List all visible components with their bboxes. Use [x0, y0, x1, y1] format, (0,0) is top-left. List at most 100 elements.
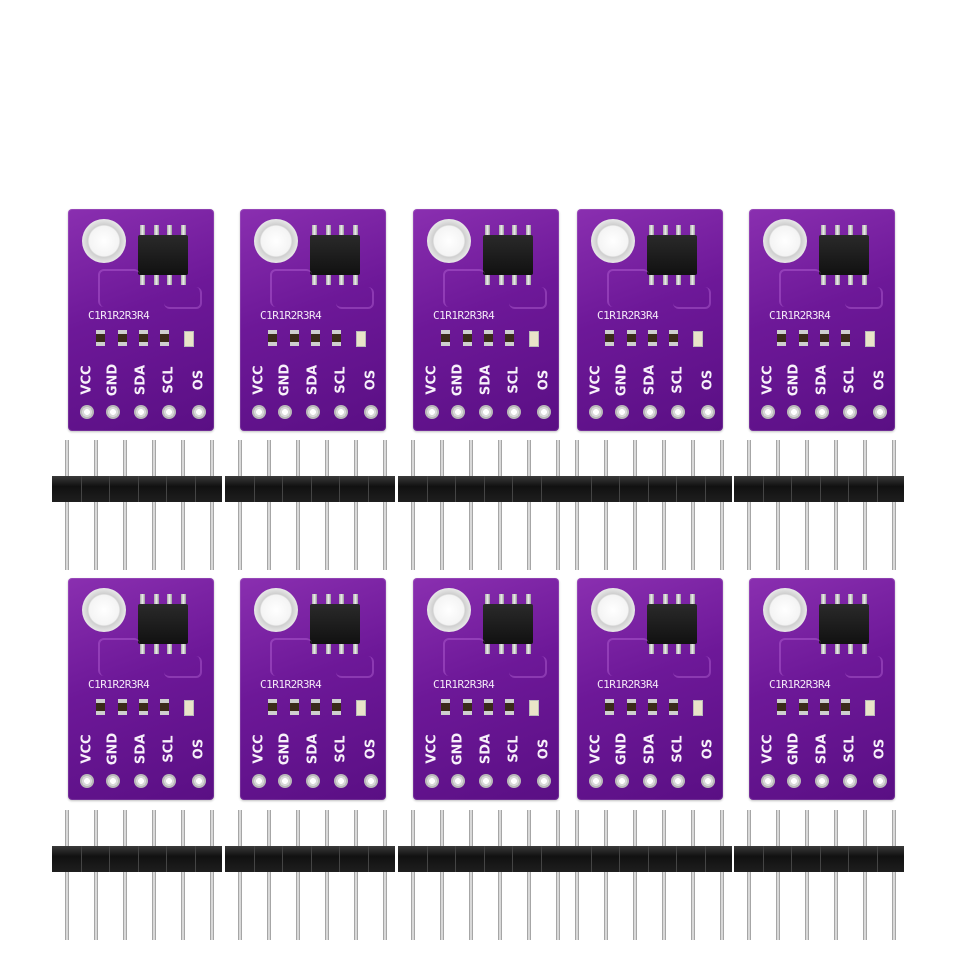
- solder-pad: [80, 774, 94, 788]
- chip-pin-row: [821, 275, 867, 285]
- chip-pin: [525, 225, 531, 235]
- smd-led: [529, 700, 539, 716]
- chip-pin-row: [312, 594, 358, 604]
- pin-label-vcc: VCC: [80, 726, 95, 772]
- header-segment: [339, 846, 340, 872]
- chip-pin: [339, 275, 345, 285]
- mounting-hole: [82, 588, 126, 632]
- header-segment: [590, 476, 592, 502]
- pin-label-os: OS: [873, 726, 888, 772]
- pcb-trace: [98, 638, 140, 676]
- pin-label-vcc: VCC: [252, 357, 267, 403]
- pin-label-text: OS: [700, 369, 716, 391]
- pin-label-scl: SCL: [507, 726, 522, 772]
- header-pin: [892, 440, 896, 570]
- chip-pin: [180, 275, 186, 285]
- solder-pad: [192, 774, 206, 788]
- solder-pad: [815, 774, 829, 788]
- header-pin: [805, 810, 809, 940]
- solder-pad: [451, 774, 465, 788]
- pin-label-os: OS: [537, 726, 552, 772]
- pcb-trace: [845, 287, 883, 309]
- header-segment: [704, 476, 706, 502]
- pin-label-text: GND: [786, 732, 802, 766]
- header-pin: [691, 440, 695, 570]
- solder-pad: [192, 405, 206, 419]
- chip-pin-row: [485, 225, 531, 235]
- chip-pin: [140, 644, 145, 654]
- pcb-trace: [509, 287, 547, 309]
- chip-pin: [352, 275, 358, 285]
- header-segment: [426, 846, 428, 872]
- solder-pad: [701, 405, 715, 419]
- chip-pin: [689, 275, 695, 285]
- header-pin: [152, 810, 156, 940]
- header-pin: [152, 440, 156, 570]
- solder-pad: [701, 774, 715, 788]
- pin-label-gnd: GND: [614, 726, 630, 772]
- header-pin: [267, 810, 271, 940]
- chip-pin: [325, 644, 331, 654]
- pcb-trace: [779, 269, 821, 307]
- header-segment: [762, 846, 764, 872]
- pin-label-vcc: VCC: [589, 726, 604, 772]
- header-segment: [848, 846, 849, 872]
- header-segment: [109, 476, 110, 502]
- pin-label-scl: SCL: [334, 357, 349, 403]
- solder-pad: [162, 405, 176, 419]
- chip-pin: [512, 594, 518, 604]
- pin-label-sda: SDA: [479, 357, 494, 403]
- chip-pin: [512, 275, 518, 285]
- chip-pin: [325, 594, 331, 604]
- pin-label-text: GND: [277, 363, 293, 397]
- header-plastic: [398, 846, 568, 872]
- header-pin: [411, 810, 415, 940]
- smd-resistor: [669, 330, 678, 346]
- header-pin: [633, 440, 637, 570]
- pcb-trace: [845, 656, 883, 678]
- pin-label-vcc: VCC: [761, 726, 776, 772]
- header-segment: [819, 846, 821, 872]
- pin-label-sda: SDA: [815, 726, 830, 772]
- solder-pad: [589, 774, 603, 788]
- chip-pin: [498, 225, 504, 235]
- chip-pin: [153, 275, 159, 285]
- header-plastic: [225, 846, 395, 872]
- smd-resistor: [332, 699, 341, 715]
- header-pin: [181, 810, 185, 940]
- pin-label-text: GND: [614, 732, 630, 766]
- pin-label-sda: SDA: [306, 357, 321, 403]
- header-plastic: [562, 476, 732, 502]
- chip-pin: [312, 225, 317, 235]
- smd-resistor: [841, 699, 850, 715]
- soic8-chip: [138, 604, 188, 644]
- pin-header: [52, 810, 222, 940]
- chip-pin: [649, 275, 654, 285]
- solder-pad: [671, 774, 685, 788]
- header-segment: [310, 476, 312, 502]
- chip-pin: [649, 594, 654, 604]
- component-silkscreen: C1R1R2R3R4: [597, 309, 659, 322]
- smd-resistor: [290, 330, 299, 346]
- pin-label-text: GND: [614, 363, 630, 397]
- pin-label-scl: SCL: [671, 726, 686, 772]
- pin-label-text: VCC: [424, 734, 440, 764]
- smd-resistor: [777, 330, 786, 346]
- header-pin: [383, 440, 387, 570]
- pin-label-os: OS: [364, 357, 379, 403]
- chip-pin-row: [312, 225, 358, 235]
- chip-pin: [167, 594, 173, 604]
- chip-pin: [689, 225, 695, 235]
- header-pin: [527, 440, 531, 570]
- pin-label-gnd: GND: [278, 726, 293, 772]
- soic8-chip: [483, 604, 533, 644]
- smd-led: [184, 700, 194, 716]
- header-segment: [137, 846, 139, 872]
- header-pin: [556, 810, 560, 940]
- pin-label-gnd: GND: [106, 357, 121, 403]
- solder-pad: [134, 405, 148, 419]
